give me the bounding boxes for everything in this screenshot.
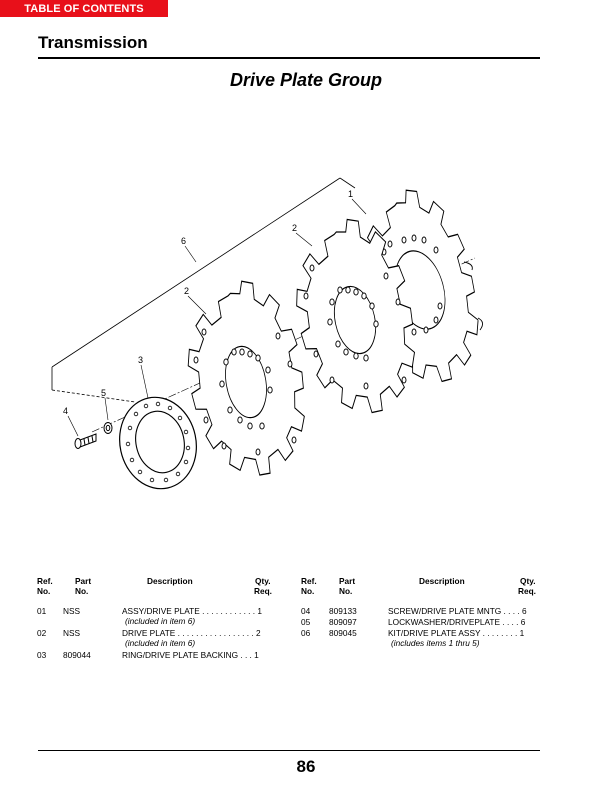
row-part: NSS (63, 628, 81, 638)
callout-3: 3 (138, 355, 143, 365)
screw (74, 433, 97, 449)
row-description: LOCKWASHER/DRIVEPLATE . . . . 6 (388, 617, 526, 627)
group-title: Drive Plate Group (229, 70, 383, 90)
row-ref: 05 (301, 617, 311, 627)
header-qty-line2: Req. (254, 586, 272, 596)
lockwasher (103, 422, 113, 434)
row-ref: 04 (301, 606, 311, 616)
row-note: (included in item 6) (125, 638, 196, 648)
row-note: (included in item 6) (125, 616, 196, 626)
header-ref-line1: Ref. (37, 576, 53, 586)
header-part-line1-right: Part (339, 576, 356, 586)
callout-1: 1 (348, 189, 353, 199)
row-note: (includes items 1 thru 5) (391, 638, 480, 648)
drive-plate-exploded-diagram: 1 2 2 3 5 4 6 (51, 177, 483, 490)
row-ref: 01 (37, 606, 47, 616)
header-part-line1: Part (75, 576, 92, 586)
row-description: SCREW/DRIVE PLATE MNTG . . . . 6 (388, 606, 527, 616)
row-description: RING/DRIVE PLATE BACKING . . . 1 (122, 650, 259, 660)
row-part: 809133 (329, 606, 357, 616)
row-ref: 02 (37, 628, 47, 638)
header-rule (38, 57, 540, 59)
table-of-contents-button[interactable]: TABLE OF CONTENTS (0, 0, 168, 17)
callout-6: 6 (181, 236, 186, 246)
header-qty-line2-right: Req. (518, 586, 536, 596)
row-description: ASSY/DRIVE PLATE . . . . . . . . . . . .… (122, 606, 263, 616)
header-qty-line1: Qty. (255, 576, 271, 586)
footer-rule (38, 750, 540, 751)
header-qty-line1-right: Qty. (520, 576, 536, 586)
row-ref: 06 (301, 628, 311, 638)
row-description: KIT/DRIVE PLATE ASSY . . . . . . . . 1 (388, 628, 525, 638)
header-ref-line1-right: Ref. (301, 576, 317, 586)
header-description: Description (147, 576, 193, 586)
header-part-line2-right: No. (339, 586, 353, 596)
row-part: NSS (63, 606, 81, 616)
row-part: 809097 (329, 617, 357, 627)
row-ref: 03 (37, 650, 47, 660)
callout-2a: 2 (292, 223, 297, 233)
row-description: DRIVE PLATE . . . . . . . . . . . . . . … (122, 628, 261, 638)
header-ref-line2: No. (37, 586, 51, 596)
header-ref-line2-right: No. (301, 586, 315, 596)
header-part-line2: No. (75, 586, 89, 596)
row-part: 809044 (63, 650, 91, 660)
backing-ring (119, 396, 197, 490)
section-title: Transmission (38, 33, 148, 52)
callout-5: 5 (101, 388, 106, 398)
callout-2b: 2 (184, 286, 189, 296)
header-description-right: Description (419, 576, 465, 586)
row-part: 809045 (329, 628, 357, 638)
page-number: 86 (296, 757, 316, 776)
callout-4: 4 (63, 406, 68, 416)
drive-plate-front (173, 273, 319, 485)
